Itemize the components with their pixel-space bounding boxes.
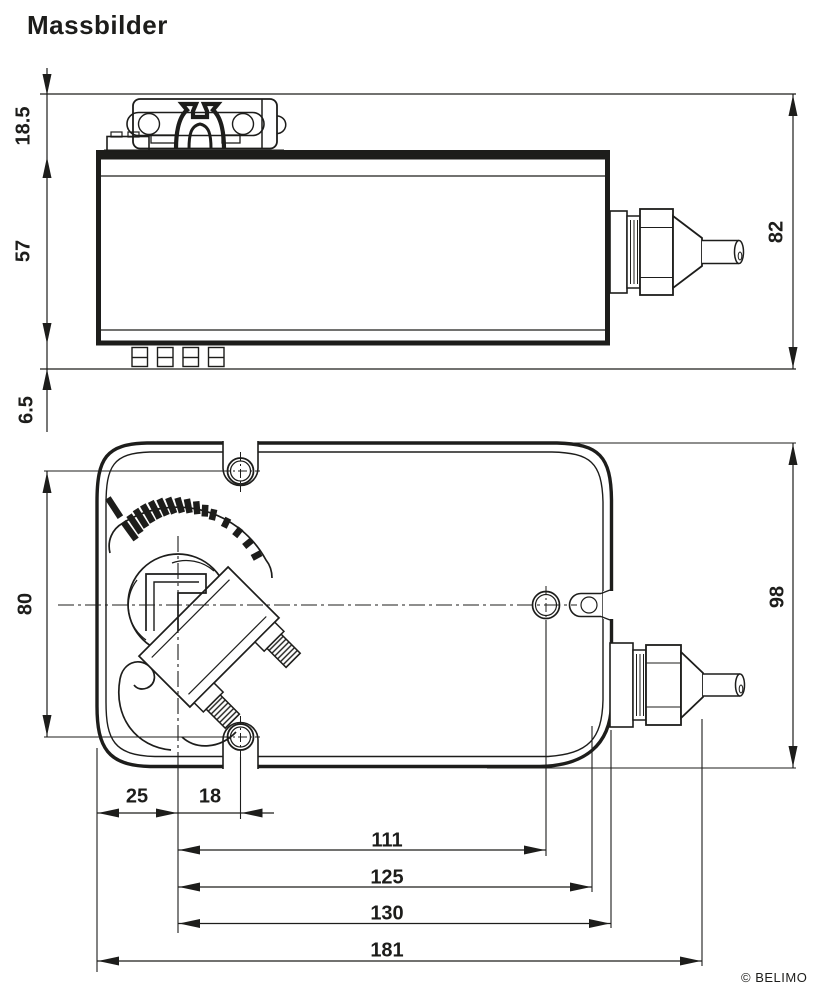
actuator-body-side bbox=[96, 150, 610, 346]
dim-label-bracket-height: 18.5 bbox=[12, 106, 35, 146]
anti-rotation-slot bbox=[568, 592, 601, 618]
dim-25-18 bbox=[97, 808, 274, 818]
clamp-assembly-plan bbox=[127, 553, 302, 730]
rotation-scale-ticks bbox=[120, 496, 263, 561]
dim-label-overall-height: 82 bbox=[765, 220, 788, 244]
side-view bbox=[40, 68, 798, 432]
centerlines bbox=[58, 536, 577, 766]
mounting-feet bbox=[131, 346, 225, 368]
dim-label-housing-width: 98 bbox=[766, 585, 789, 609]
dim-label-clamp-to-edge: 25 bbox=[125, 785, 149, 808]
dim-125 bbox=[178, 882, 592, 892]
u-clamp-yoke bbox=[173, 101, 227, 150]
dim-98 bbox=[487, 442, 798, 769]
clamp-bracket-side bbox=[104, 98, 287, 152]
dim-label-body-height: 57 bbox=[12, 239, 35, 263]
dim-label-feet-height: 6.5 bbox=[15, 396, 38, 424]
dim-181 bbox=[97, 956, 702, 966]
page-title: Massbilder bbox=[27, 10, 168, 40]
dim-label-overall-length: 181 bbox=[370, 939, 404, 962]
plan-dimensions bbox=[42, 442, 798, 972]
dim-label-clamp-to-shaft: 111 bbox=[371, 829, 403, 852]
cover-seam bbox=[105, 451, 604, 758]
clamp-bolt-2 bbox=[193, 681, 241, 730]
dim-80 bbox=[42, 470, 222, 738]
dim-130 bbox=[178, 919, 611, 928]
dim-label-screw-spacing: 80 bbox=[14, 592, 37, 616]
side-extension-lines bbox=[40, 93, 796, 370]
dim-label-clamp-to-flange: 125 bbox=[370, 866, 404, 889]
cable-gland-plan bbox=[609, 642, 746, 728]
plan-extension-lines bbox=[96, 620, 703, 972]
side-left-dimension-line bbox=[42, 68, 52, 432]
side-overall-dimension-line bbox=[788, 94, 798, 369]
copyright-notice: © BELIMO bbox=[741, 970, 808, 985]
mounting-screw-bottom bbox=[221, 716, 260, 757]
plan-view bbox=[58, 439, 746, 769]
clamp-bolt-1 bbox=[253, 621, 302, 669]
actuator-body-plan bbox=[95, 441, 614, 769]
cable-gland-side bbox=[609, 208, 745, 296]
clamp-plate bbox=[137, 565, 281, 709]
mounting-screw-top bbox=[221, 452, 260, 492]
dim-111 bbox=[178, 845, 546, 855]
dim-label-clamp-to-screw: 18 bbox=[198, 785, 222, 808]
rotation-scale bbox=[105, 496, 124, 519]
dim-label-clamp-to-housing-end: 130 bbox=[370, 902, 404, 925]
